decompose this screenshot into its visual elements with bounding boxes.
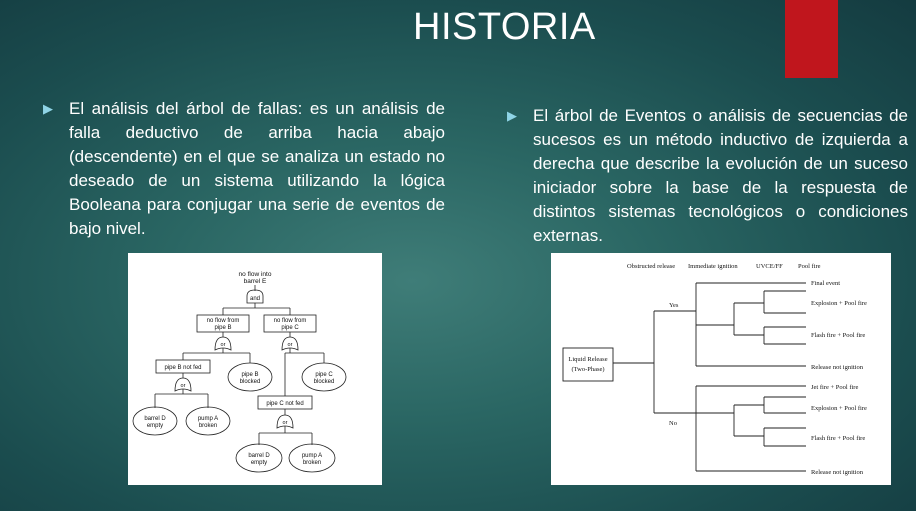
bullet-text: El árbol de Eventos o análisis de secuen… <box>533 106 908 245</box>
header-obstructed-release: Obstructed release <box>627 263 675 270</box>
outcome-1: Final event <box>811 280 840 287</box>
pump-a-2-line1: pump A <box>302 453 322 459</box>
pipe-b-not-fed-label: pipe B not fed <box>164 365 201 371</box>
pipe-c-blocked-line1: pipe C <box>315 372 333 378</box>
pump-a-2-line2: broken <box>303 460 321 466</box>
pump-a-line1: pump A <box>198 416 218 422</box>
barrel-d-empty-circle-2 <box>235 443 283 473</box>
outcome-8: Release not ignition <box>811 469 864 476</box>
pipe-c-blocked-circle <box>301 362 347 392</box>
top-event-line1: no flow into <box>239 271 272 278</box>
header-pool-fire: Pool fire <box>798 263 821 270</box>
or-gate-c-label: or <box>288 342 293 348</box>
pump-a-line2: broken <box>199 423 217 429</box>
barrel-d-empty-circle <box>132 406 178 436</box>
and-gate-label: and <box>250 296 260 302</box>
and-gate <box>246 289 264 304</box>
pipe-b-blocked-line1: pipe B <box>241 372 258 378</box>
header-uvce-ff: UVCE/FF <box>756 263 783 270</box>
bullet-arrow-icon: ▶ <box>507 108 517 123</box>
barrel-d-2-line2: empty <box>251 460 267 466</box>
pipe-b-blocked-line2: blocked <box>240 379 261 385</box>
outcome-3: Flash fire + Pool fire <box>811 332 865 339</box>
branch-yes-label: Yes <box>669 302 679 309</box>
outcome-6: Explosion + Pool fire <box>811 405 867 412</box>
or-gate-c2-label: or <box>283 420 288 426</box>
barrel-d-line1: barrel D <box>144 416 166 422</box>
branch-no-label: No <box>669 420 677 427</box>
initiator-box <box>562 347 614 382</box>
pipe-b-line1: no flow from <box>207 318 240 324</box>
barrel-d-line2: empty <box>147 423 163 429</box>
outcome-4: Release not ignition <box>811 364 864 371</box>
outcome-5: Jet fire + Pool fire <box>811 384 858 391</box>
bullet-arrow-icon: ▶ <box>43 101 53 116</box>
pipe-b-blocked-circle <box>227 362 273 392</box>
bullet-fault-tree: ▶ El análisis del árbol de fallas: es un… <box>43 97 445 241</box>
pump-a-broken-circle-2 <box>288 443 336 473</box>
pipe-c-line1: no flow from <box>274 318 307 324</box>
pump-a-broken-circle <box>185 406 231 436</box>
outcome-7: Flash fire + Pool fire <box>811 435 865 442</box>
bullet-text: El análisis del árbol de fallas: es un a… <box>69 99 445 238</box>
or-gate-b2-label: or <box>181 383 186 389</box>
accent-tab <box>785 0 838 78</box>
top-event-line2: barrel E <box>244 278 267 285</box>
pipe-b-line2: pipe B <box>214 325 231 331</box>
barrel-d-2-line1: barrel D <box>248 453 270 459</box>
outcome-2: Explosion + Pool fire <box>811 300 867 307</box>
pipe-c-blocked-line2: blocked <box>314 379 335 385</box>
pipe-c-not-fed-label: pipe C not fed <box>266 401 303 407</box>
header-immediate-ignition: Immediate ignition <box>688 263 738 270</box>
pipe-c-line2: pipe C <box>281 325 299 331</box>
initiator-line2: (Two-Phase) <box>571 366 604 373</box>
slide-title: HISTORIA <box>413 6 596 48</box>
bullet-event-tree: ▶ El árbol de Eventos o análisis de secu… <box>507 104 908 248</box>
initiator-line1: Liquid Release <box>568 356 607 363</box>
fault-tree-diagram: no flow into barrel E and no flow from p… <box>128 253 382 485</box>
or-gate-b-label: or <box>221 342 226 348</box>
event-tree-diagram: Obstructed release Immediate ignition UV… <box>551 253 891 485</box>
